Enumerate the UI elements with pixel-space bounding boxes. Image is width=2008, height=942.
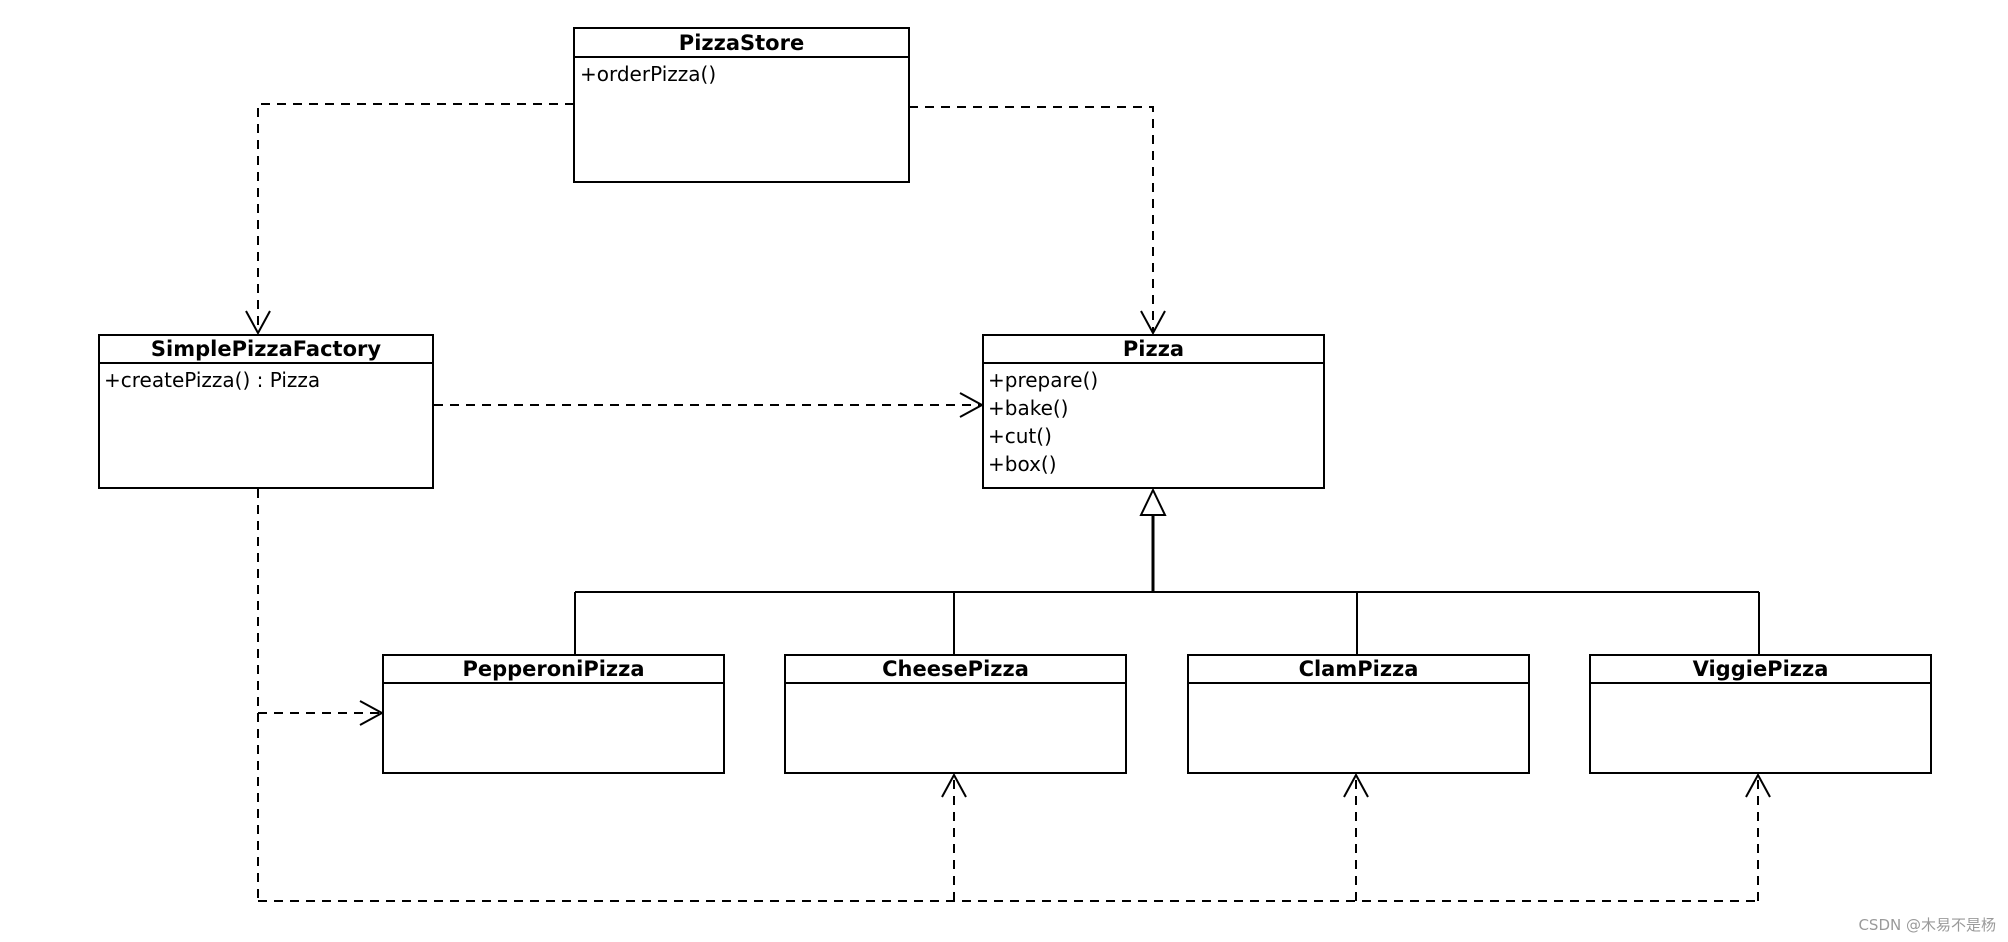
class-box bbox=[982, 334, 1325, 489]
class-pizza[interactable]: Pizza +prepare() +bake() +cut() +box() bbox=[982, 334, 1325, 489]
method-box: +box() bbox=[988, 452, 1057, 476]
dependency-pizzastore-to-factory bbox=[257, 103, 574, 333]
class-box bbox=[98, 334, 434, 489]
class-name: ViggiePizza bbox=[1693, 657, 1829, 681]
method-prepare: +prepare() bbox=[988, 368, 1098, 392]
method-cut: +cut() bbox=[988, 424, 1052, 448]
class-name: SimplePizzaFactory bbox=[151, 337, 381, 361]
method-create-pizza: +createPizza() : Pizza bbox=[104, 368, 320, 392]
class-box bbox=[382, 654, 725, 774]
class-name: Pizza bbox=[1123, 337, 1184, 361]
class-name: ClamPizza bbox=[1299, 657, 1419, 681]
class-name: CheesePizza bbox=[882, 657, 1029, 681]
dependency-arrowhead bbox=[941, 772, 967, 798]
class-viggiepizza[interactable]: ViggiePizza bbox=[1589, 654, 1932, 774]
class-name: PizzaStore bbox=[679, 31, 804, 55]
class-pepperonipizza[interactable]: PepperoniPizza bbox=[382, 654, 725, 774]
watermark-text: CSDN @木易不是杨 bbox=[1858, 916, 1996, 934]
method-order-pizza: +orderPizza() bbox=[580, 62, 716, 86]
class-box bbox=[784, 654, 1127, 774]
dependency-arrowhead bbox=[1140, 310, 1166, 336]
relations-layer bbox=[245, 103, 1771, 902]
class-clampizza[interactable]: ClamPizza bbox=[1187, 654, 1530, 774]
dependency-arrowhead bbox=[1343, 772, 1369, 798]
method-bake: +bake() bbox=[988, 396, 1069, 420]
class-box bbox=[573, 27, 910, 183]
class-cheesepizza[interactable]: CheesePizza bbox=[784, 654, 1127, 774]
generalization-triangle-arrowhead bbox=[1139, 487, 1167, 516]
dependency-arrowhead bbox=[1745, 772, 1771, 798]
class-simplepizzafactory[interactable]: SimplePizzaFactory +createPizza() : Pizz… bbox=[98, 334, 434, 489]
class-box bbox=[1187, 654, 1530, 774]
class-box bbox=[1589, 654, 1932, 774]
class-pizzastore[interactable]: PizzaStore +orderPizza() bbox=[573, 27, 910, 183]
dependency-arrowhead bbox=[245, 310, 271, 336]
dependency-pizzastore-to-pizza bbox=[909, 106, 1154, 333]
class-name: PepperoniPizza bbox=[462, 657, 644, 681]
